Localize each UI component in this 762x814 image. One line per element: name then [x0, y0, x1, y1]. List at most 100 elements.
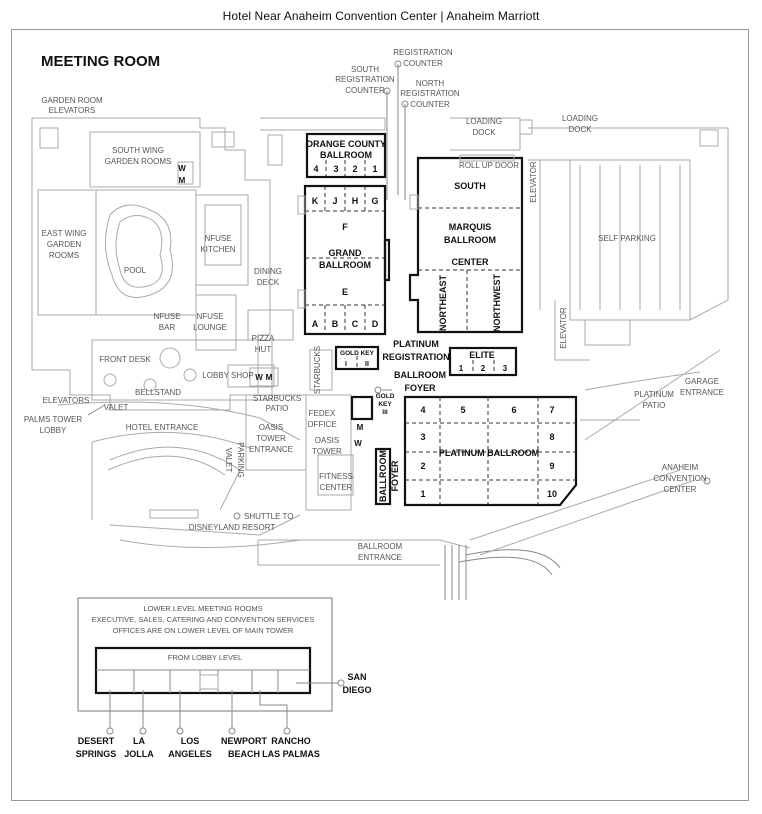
label-oasis-tower-1: OASIS	[315, 436, 339, 445]
label-oasis-tower-2: TOWER	[312, 447, 342, 456]
label-elevator-1: ELEVATOR	[529, 161, 538, 203]
room-gold-key-iii-3: III	[382, 409, 388, 416]
room-elite: ELITE	[469, 350, 495, 360]
label-fitness-2: CENTER	[320, 483, 353, 492]
grand-section-j: J	[332, 196, 337, 206]
platinum-section-6: 6	[511, 405, 516, 415]
label-registration-counter-2: COUNTER	[403, 59, 443, 68]
label-oasis-entrance-1: OASIS	[259, 423, 283, 432]
label-shuttle-2: DISNEYLAND RESORT	[189, 523, 276, 532]
lower-from-lobby: FROM LOBBY LEVEL	[168, 653, 242, 662]
elite-section-3: 3	[503, 364, 508, 373]
label-roll-up-door: ROLL UP DOOR	[459, 161, 519, 170]
platinum-section-9: 9	[549, 461, 554, 471]
ll-newport-beach-1: NEWPORT	[221, 736, 268, 746]
grand-section-f: F	[342, 222, 348, 232]
restroom-m-2: M	[266, 373, 273, 382]
label-palms-tower-1: PALMS TOWER	[24, 415, 82, 424]
label-nfuse-bar-2: BAR	[159, 323, 176, 332]
grand-section-a: A	[312, 319, 319, 329]
label-oasis-entrance-2: TOWER	[256, 434, 286, 443]
label-pizza-hut-2: HUT	[255, 345, 272, 354]
grand-section-g: G	[371, 196, 378, 206]
label-east-wing-1: EAST WING	[42, 229, 87, 238]
grand-ballroom-name-1: GRAND	[329, 248, 362, 258]
oc-section-3: 3	[333, 164, 338, 174]
label-acc-1: ANAHEIM	[662, 463, 699, 472]
platinum-section-7: 7	[549, 405, 554, 415]
ll-la-jolla-2: JOLLA	[124, 749, 154, 759]
label-valet-parking-1: VALET	[224, 448, 233, 473]
label-south-wing-1: SOUTH WING	[112, 146, 164, 155]
grand-ballroom-name-2: BALLROOM	[319, 260, 371, 270]
label-loading-dock-1b: DOCK	[472, 128, 496, 137]
map-frame	[11, 29, 749, 801]
label-north-reg-2: REGISTRATION	[400, 89, 460, 98]
ll-desert-springs-1: DESERT	[78, 736, 115, 746]
label-fitness-1: FITNESS	[319, 472, 353, 481]
room-platinum-ballroom: PLATINUM BALLROOM	[439, 448, 539, 458]
label-platinum-patio-2: PATIO	[643, 401, 666, 410]
lower-title-2: EXECUTIVE, SALES, CATERING AND CONVENTIO…	[92, 615, 315, 624]
gold-key-section-1: I	[345, 361, 347, 368]
label-valet: VALET	[104, 403, 129, 412]
room-gold-key-iii-2: KEY	[378, 401, 392, 408]
room-ballroom-foyer-v-2: FOYER	[390, 460, 400, 492]
oc-section-2: 2	[352, 164, 357, 174]
label-south-reg-2: REGISTRATION	[335, 75, 395, 84]
label-fedex-2: OFFICE	[307, 420, 336, 429]
grand-ballroom	[297, 184, 391, 336]
marquis-ballroom	[408, 154, 524, 334]
grand-section-h: H	[352, 196, 359, 206]
ll-rancho-las-palmas-2: LAS PALMAS	[262, 749, 320, 759]
label-front-desk: FRONT DESK	[99, 355, 151, 364]
label-starbucks: STARBUCKS	[313, 346, 322, 394]
room-northeast: NORTHEAST	[438, 274, 448, 331]
ll-san-diego-1: SAN	[347, 672, 366, 682]
ll-los-angeles-2: ANGELES	[168, 749, 212, 759]
label-south-reg-3: COUNTER	[345, 86, 385, 95]
label-acc-3: CENTER	[664, 485, 697, 494]
label-nfuse-lounge-2: LOUNGE	[193, 323, 227, 332]
label-starbucks-patio-2: PATIO	[266, 404, 289, 413]
room-orange-county-2: BALLROOM	[320, 150, 372, 160]
label-lobby-shop: LOBBY SHOP	[202, 371, 253, 380]
label-acc-2: CONVENTION	[653, 474, 707, 483]
room-labels: ORANGE COUNTY BALLROOM 4 3 2 1 K J H G F…	[306, 139, 557, 502]
label-fedex-1: FEDEX	[309, 409, 336, 418]
label-platinum-patio-1: PLATINUM	[634, 390, 674, 399]
label-shuttle-1: SHUTTLE TO	[244, 512, 294, 521]
elite-section-2: 2	[481, 364, 486, 373]
room-marquis-1: MARQUIS	[449, 222, 492, 232]
platinum-section-10: 10	[547, 489, 557, 499]
background-architecture	[31, 60, 729, 600]
grand-section-b: B	[332, 319, 339, 329]
label-nfuse-kitchen-1: NFUSE	[204, 234, 231, 243]
room-ballroom-foyer-1: BALLROOM	[394, 370, 446, 380]
map-title: MEETING ROOM	[41, 53, 160, 70]
room-ballroom-foyer-2: FOYER	[404, 383, 436, 393]
ll-rancho-las-palmas-1: RANCHO	[271, 736, 311, 746]
label-registration-counter-1: REGISTRATION	[393, 48, 453, 57]
platinum-section-3: 3	[420, 432, 425, 442]
label-loading-dock-2b: DOCK	[568, 125, 592, 134]
platinum-section-4: 4	[420, 405, 425, 415]
label-south-reg-1: SOUTH	[351, 65, 379, 74]
label-nfuse-lounge-1: NFUSE	[196, 312, 223, 321]
ll-desert-springs-2: SPRINGS	[76, 749, 117, 759]
elite-section-1: 1	[459, 364, 464, 373]
room-south: SOUTH	[454, 181, 486, 191]
label-garage-2: ENTRANCE	[680, 388, 724, 397]
label-north-reg-3: COUNTER	[410, 100, 450, 109]
room-northwest: NORTHWEST	[492, 274, 502, 332]
label-loading-dock-2a: LOADING	[562, 114, 598, 123]
grand-section-k: K	[312, 196, 319, 206]
platinum-section-5: 5	[460, 405, 465, 415]
label-pizza-hut-1: PIZZA	[252, 334, 275, 343]
label-south-wing-2: GARDEN ROOMS	[105, 157, 172, 166]
page-title: Hotel Near Anaheim Convention Center | A…	[222, 9, 540, 23]
label-self-parking: SELF PARKING	[598, 234, 656, 243]
room-ballroom-foyer-v-1: BALLROOM	[378, 450, 388, 502]
restroom-m-1: M	[179, 176, 186, 185]
